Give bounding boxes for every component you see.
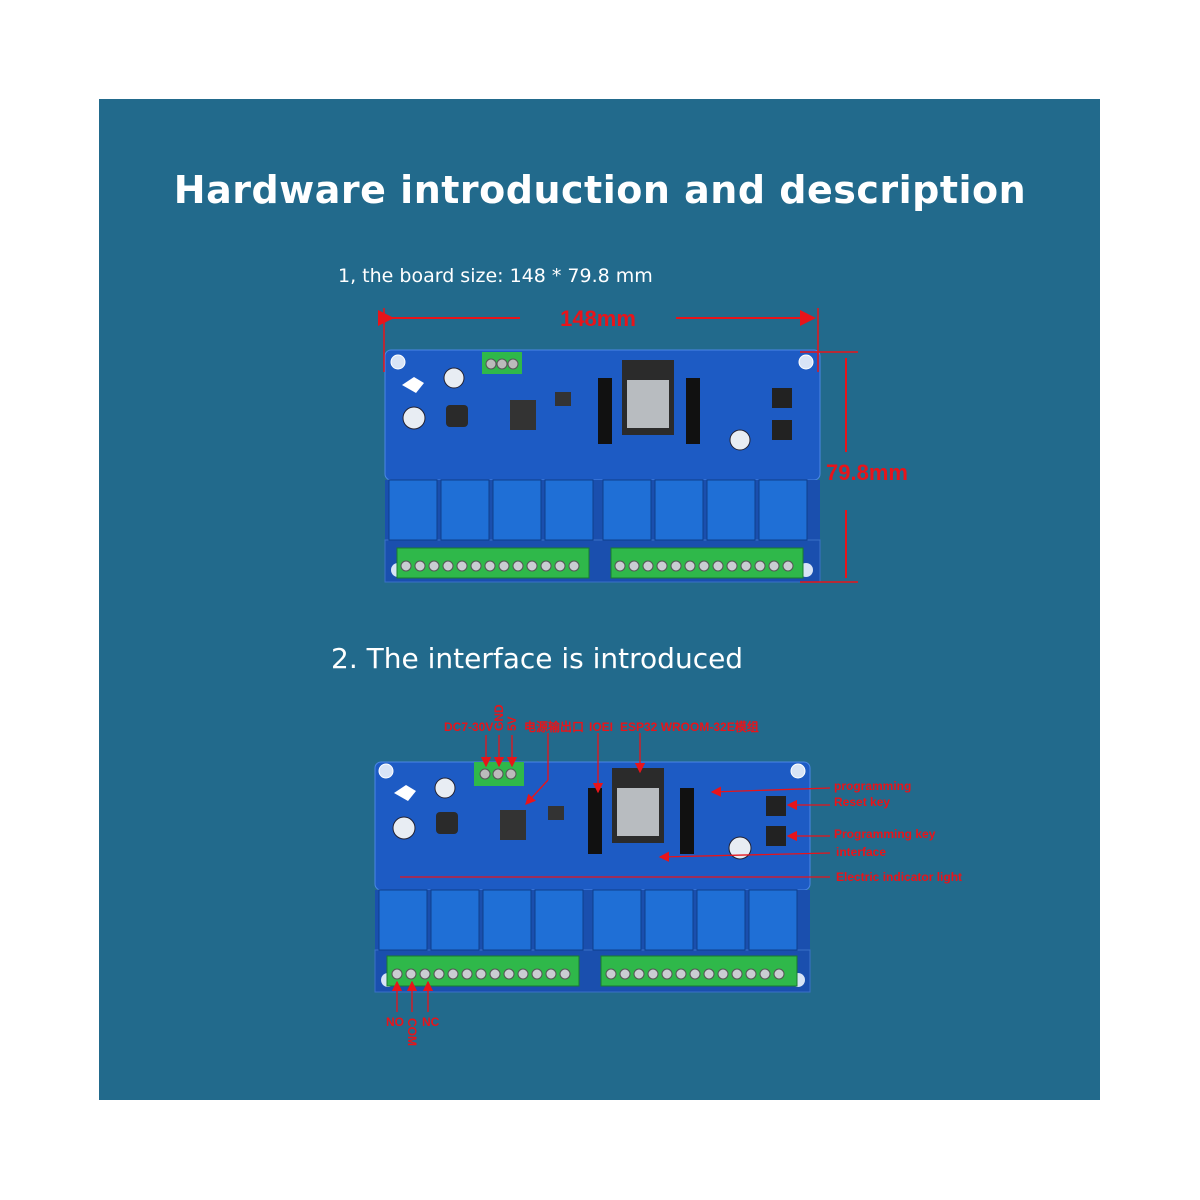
- label-dc: DC7-30V: [444, 720, 493, 734]
- label-no: NO: [386, 1015, 404, 1029]
- height-label: 79.8mm: [826, 460, 908, 485]
- label-interface: interface: [836, 845, 886, 859]
- board-2: DC7-30V GND 5V 电源输出口 IOEI ESP32 WROOM-32…: [374, 704, 962, 1046]
- label-5v: 5V: [505, 716, 519, 731]
- board-1: 148mm 79.8mm: [378, 306, 908, 583]
- relays-1: [388, 479, 808, 541]
- label-gnd: GND: [492, 704, 506, 731]
- page-title: Hardware introduction and description: [173, 168, 1027, 212]
- label-power-out: 电源输出口: [524, 719, 584, 734]
- label-com: COM: [405, 1018, 419, 1046]
- label-programming: programming: [834, 779, 911, 793]
- board-size-heading: 1, the board size: 148 * 79.8 mm: [338, 265, 653, 287]
- label-prog-key: Programming key: [834, 827, 936, 841]
- label-nc: NC: [422, 1015, 440, 1029]
- interface-heading: 2. The interface is introduced: [331, 642, 744, 675]
- label-io: IOEI: [589, 720, 613, 734]
- label-esp: ESP32 WROOM-32E模组: [620, 719, 759, 734]
- label-reset: Reset key: [834, 795, 890, 809]
- width-label: 148mm: [560, 306, 636, 331]
- label-indicator: Electric indicator light: [836, 870, 962, 884]
- relays-2: [378, 889, 798, 951]
